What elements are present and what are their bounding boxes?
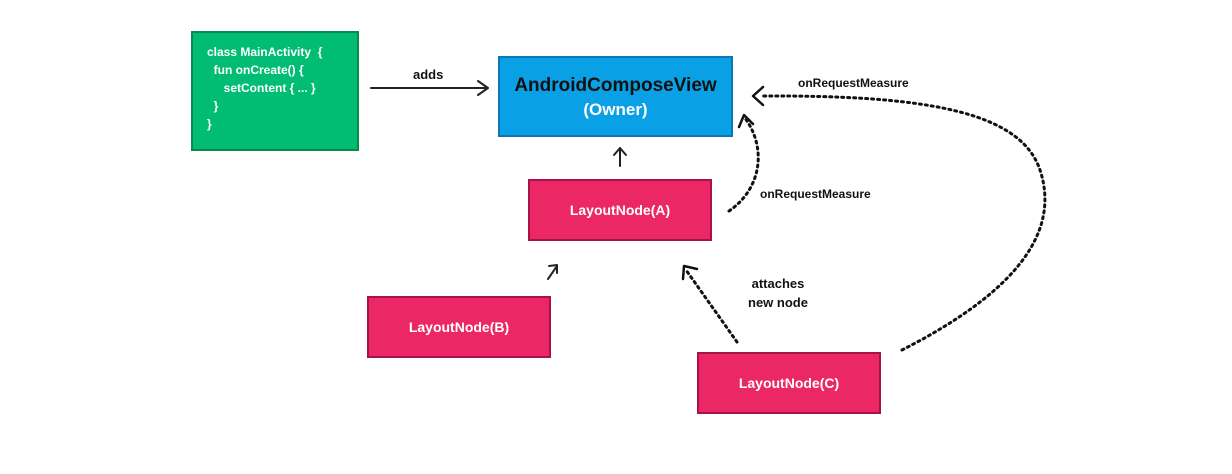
node-a-to-owner-arrow [613,147,627,167]
adds-arrow [370,80,489,96]
main-activity-code-box: class MainActivity { fun onCreate() { se… [191,31,359,151]
layout-node-a: LayoutNode(A) [528,179,712,241]
owner-subtitle: (Owner) [583,100,648,119]
android-compose-view-box: AndroidComposeView (Owner) [498,56,733,137]
layout-node-b: LayoutNode(B) [367,296,551,358]
code-line-4: } [207,99,219,113]
attaches-arrowhead [681,264,699,281]
layout-node-b-label: LayoutNode(B) [408,319,510,335]
on-request-measure-top-dotted-arrow [758,94,1047,352]
code-line-5: } [207,117,212,131]
attaches-line-2: new node [748,295,808,310]
code-line-3: setContent { ... } [207,81,316,95]
code-line-2: fun onCreate() { [207,63,304,77]
attaches-line-1: attaches [751,276,805,291]
attaches-new-node-label: attaches new node [728,274,828,312]
layout-node-c-label: LayoutNode(C) [738,375,840,391]
on-request-measure-label-top: onRequestMeasure [798,76,909,90]
on-request-measure-top-arrowhead [751,85,765,107]
on-request-measure-label-mid: onRequestMeasure [760,187,871,201]
layout-node-c: LayoutNode(C) [697,352,881,414]
layout-node-a-label: LayoutNode(A) [569,202,671,218]
owner-title: AndroidComposeView [514,75,717,96]
on-request-measure-mid-dotted-arrow [727,116,760,213]
node-b-to-node-a-arrow [547,264,558,280]
code-line-1: class MainActivity { [207,45,323,59]
attaches-dotted-arrow [684,268,739,344]
adds-label: adds [413,67,444,82]
on-request-measure-mid-arrowhead [737,113,755,129]
